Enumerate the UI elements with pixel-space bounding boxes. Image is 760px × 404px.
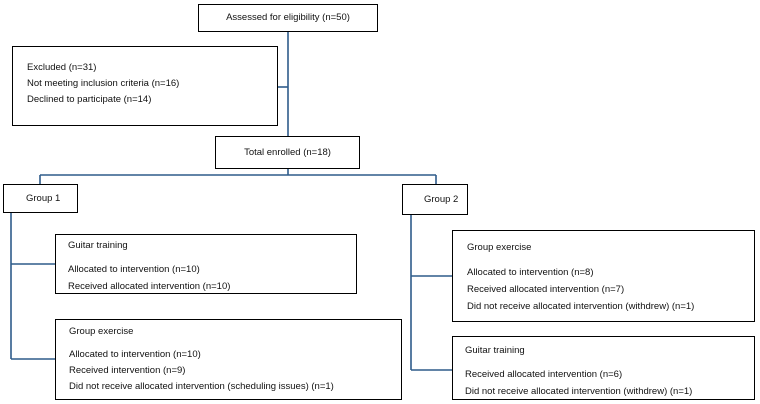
group1-guitar-line: Allocated to intervention (n=10): [68, 264, 200, 275]
excluded-title: Excluded (n=31): [27, 62, 97, 73]
group2-exercise-line: Did not receive allocated intervention (…: [467, 301, 695, 312]
group2-label: Group 2: [424, 194, 459, 205]
group1-box: Group 1: [3, 184, 78, 213]
group2-exercise-line: Allocated to intervention (n=8): [467, 267, 594, 278]
assessed-label: Assessed for eligibility (n=50): [226, 12, 350, 23]
enrolled-box: Total enrolled (n=18): [215, 136, 360, 169]
excluded-box: Excluded (n=31) Not meeting inclusion cr…: [12, 46, 278, 126]
group1-exercise-line: Received intervention (n=9): [69, 365, 186, 376]
group1-guitar-title: Guitar training: [68, 240, 128, 251]
excluded-reason: Not meeting inclusion criteria (n=16): [27, 78, 180, 89]
group1-guitar-line: Received allocated intervention (n=10): [68, 281, 231, 292]
assessed-box: Assessed for eligibility (n=50): [198, 4, 378, 32]
group2-guitar-title: Guitar training: [465, 345, 525, 356]
excluded-reason: Declined to participate (n=14): [27, 94, 152, 105]
group1-exercise-line: Allocated to intervention (n=10): [69, 349, 201, 360]
group1-exercise-box: Group exercise Allocated to intervention…: [55, 319, 402, 400]
group1-label: Group 1: [26, 193, 61, 204]
group2-exercise-title: Group exercise: [467, 242, 532, 253]
group1-guitar-box: Guitar training Allocated to interventio…: [55, 234, 357, 294]
group1-exercise-title: Group exercise: [69, 326, 134, 337]
enrolled-label: Total enrolled (n=18): [244, 146, 331, 158]
group2-box: Group 2: [402, 184, 468, 215]
group1-exercise-line: Did not receive allocated intervention (…: [69, 381, 334, 392]
group2-exercise-line: Received allocated intervention (n=7): [467, 284, 625, 295]
group2-guitar-line: Did not receive allocated intervention (…: [465, 386, 693, 397]
group2-guitar-line: Received allocated intervention (n=6): [465, 369, 623, 380]
group2-exercise-box: Group exercise Allocated to intervention…: [452, 230, 755, 322]
group2-guitar-box: Guitar training Received allocated inter…: [452, 336, 755, 400]
